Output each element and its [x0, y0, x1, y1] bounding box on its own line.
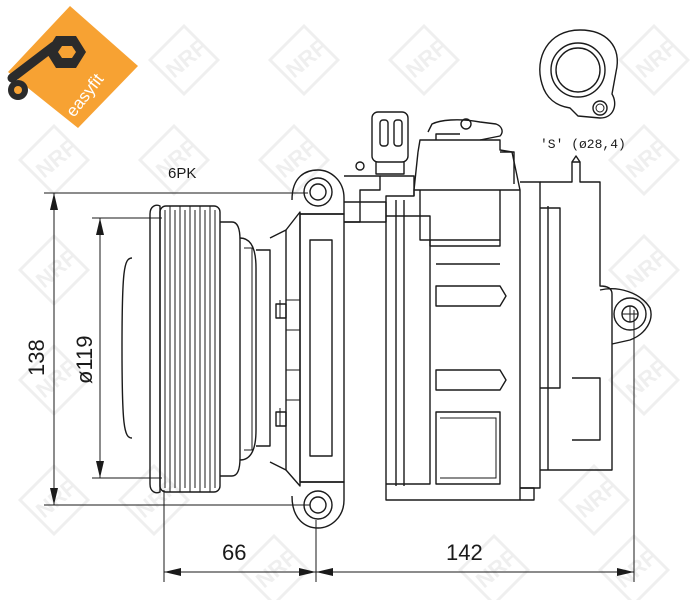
rear-housing — [520, 155, 652, 501]
depth-total-label: 142 — [446, 540, 483, 565]
height-label: 138 — [24, 339, 49, 376]
belt-label: 6PK — [168, 165, 196, 182]
depth-dimension: 66 142 — [163, 310, 635, 582]
pulley — [121, 204, 257, 494]
pulley-diameter-label: ø119 — [72, 335, 97, 384]
height-dimension: 138 — [24, 192, 310, 506]
wrench-icon — [7, 36, 86, 100]
compressor-body — [344, 118, 521, 501]
easyfit-badge: easyfit — [7, 6, 138, 128]
watermark — [18, 24, 690, 600]
suction-port-icon — [539, 29, 618, 119]
front-housing — [256, 169, 345, 529]
port-label: 'S' (ø28,4) — [540, 137, 626, 152]
pulley-diameter-dimension: ø119 — [72, 217, 162, 479]
depth-front-label: 66 — [222, 540, 246, 565]
